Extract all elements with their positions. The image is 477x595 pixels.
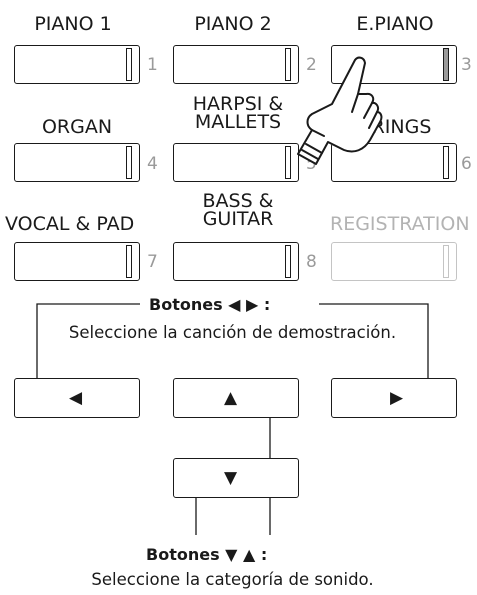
indicator-led: [285, 245, 291, 278]
button-number: 8: [306, 252, 317, 272]
vocal-pad-button[interactable]: [14, 242, 140, 281]
demo-buttons-heading: Botones ◀ ▶ :: [149, 295, 271, 314]
piano1-button[interactable]: [14, 45, 140, 84]
down-arrow-icon: ▼: [224, 468, 238, 488]
registration-button[interactable]: [331, 242, 457, 281]
vocal-pad-label: VOCAL & PAD: [5, 213, 135, 235]
epiano-label: E.PIANO: [356, 13, 434, 35]
harpsi-label-line1: HARPSI &: [192, 93, 284, 115]
bass-label-line2: GUITAR: [202, 208, 274, 230]
harpsi-mallets-button[interactable]: [173, 143, 299, 182]
indicator-led: [126, 48, 132, 81]
bass-guitar-button[interactable]: [173, 242, 299, 281]
indicator-led: [443, 146, 449, 179]
connector-lines: [34, 303, 431, 535]
right-arrow-icon: ▶: [390, 388, 404, 408]
button-number: 7: [147, 252, 158, 272]
harpsi-label-line2: MALLETS: [194, 111, 282, 133]
button-number: 5: [306, 154, 317, 174]
up-arrow-button[interactable]: ▲: [173, 378, 299, 418]
organ-label: ORGAN: [41, 116, 113, 138]
indicator-led: [285, 146, 291, 179]
registration-label: REGISTRATION: [330, 213, 470, 235]
left-arrow-icon: ◀: [69, 388, 83, 408]
button-number: 6: [461, 154, 472, 174]
indicator-led: [443, 48, 449, 81]
indicator-led: [126, 146, 132, 179]
button-number: 4: [147, 154, 158, 174]
indicator-led: [443, 245, 449, 278]
right-arrow-button[interactable]: ▶: [331, 378, 457, 418]
piano2-label: PIANO 2: [194, 13, 272, 35]
bass-label-line1: BASS &: [202, 190, 274, 212]
hand-pointer-icon: [297, 56, 383, 165]
piano1-label: PIANO 1: [34, 13, 112, 35]
button-number: 1: [147, 55, 158, 75]
up-arrow-icon: ▲: [224, 388, 238, 408]
organ-button[interactable]: [14, 143, 140, 182]
down-arrow-button[interactable]: ▼: [173, 458, 299, 498]
piano2-button[interactable]: [173, 45, 299, 84]
button-number: 2: [306, 55, 317, 75]
indicator-led: [285, 48, 291, 81]
category-buttons-heading: Botones ▼ ▲ :: [146, 545, 268, 564]
category-description: Seleccione la categoría de sonido.: [91, 570, 374, 589]
left-arrow-button[interactable]: ◀: [14, 378, 140, 418]
indicator-led: [126, 245, 132, 278]
button-number: 3: [461, 55, 472, 75]
demo-description: Seleccione la canción de demostración.: [68, 323, 397, 342]
